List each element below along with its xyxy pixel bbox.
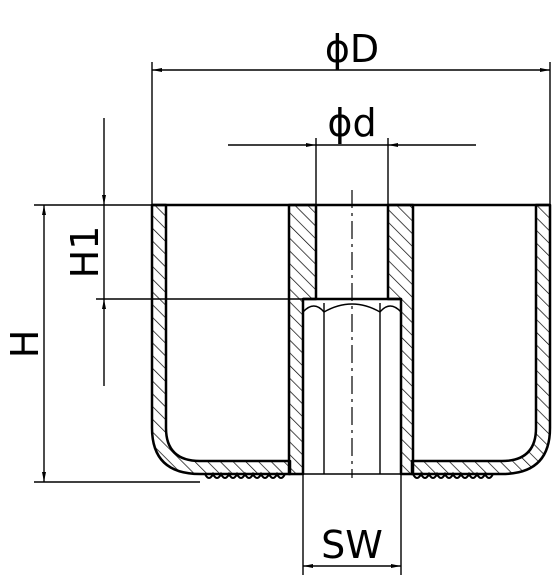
thread-depth-label: H1 bbox=[63, 226, 107, 279]
left-hub-section bbox=[287, 203, 318, 476]
wrench-size-label: SW bbox=[321, 523, 383, 567]
part-section bbox=[150, 190, 552, 479]
inner-diameter-label: ϕd bbox=[327, 101, 376, 145]
left-wall-section bbox=[150, 203, 292, 476]
right-hub-section bbox=[386, 203, 415, 476]
outer-diameter-label: ϕD bbox=[325, 27, 379, 71]
height-label: H bbox=[3, 330, 47, 359]
dimensions bbox=[34, 62, 551, 575]
hex-insert bbox=[302, 303, 402, 475]
bottom-ribs bbox=[204, 471, 494, 479]
right-wall-section bbox=[410, 203, 552, 476]
